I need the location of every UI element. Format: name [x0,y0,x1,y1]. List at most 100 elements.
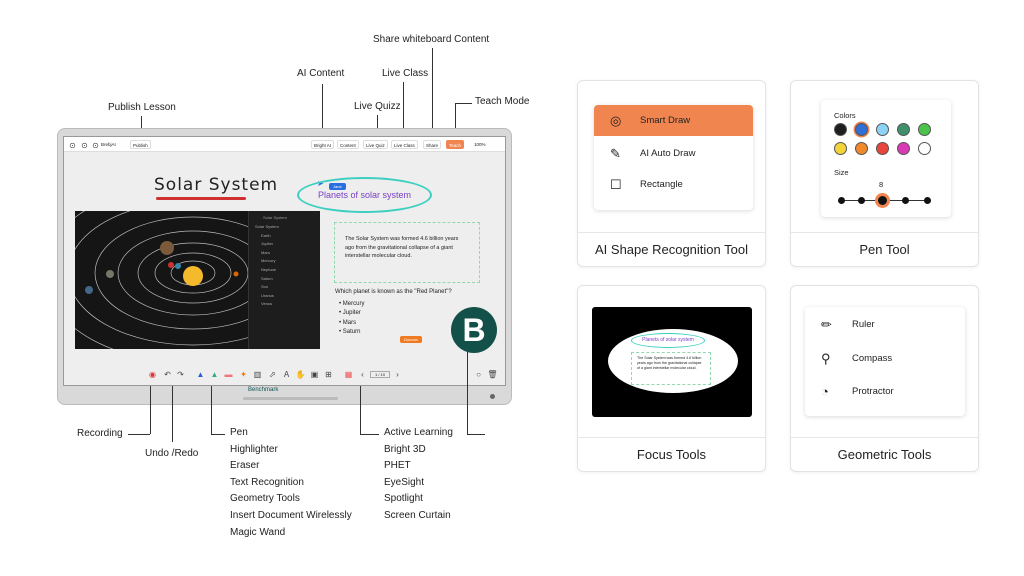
board-title: Solar System [154,175,279,195]
size-slider-handle[interactable] [875,193,890,208]
magic-wand-icon[interactable]: ✦ [240,370,247,379]
teach-button[interactable]: Teach [446,140,465,149]
brand-label: Benchmark [248,387,279,393]
live-class-button[interactable]: Live Class [391,140,418,149]
card-title: AI Shape Recognition Tool [578,232,765,266]
zoom-select[interactable]: 100% [472,140,488,149]
sim-panel-title: Solar System [263,215,287,220]
smart-draw-icon: ◎ [610,113,622,128]
quiz-option[interactable]: • Jupiter [339,310,361,317]
pen-icon[interactable]: ▲ [196,370,205,379]
ruler-icon[interactable]: ▥ [253,370,262,379]
whiteboard-screen: ⊙ ⊙ ⊙ BrebjAI Publish Bright AI Content … [63,136,506,386]
annotation-publish: Publish Lesson [108,102,176,113]
active-learning-icon[interactable]: ▦ [344,370,353,379]
settings-icon[interactable]: ⊙ [69,141,76,150]
card-pen-tool: Colors Size 8 Pen Tool [790,80,979,267]
app-name: BrebjAI [101,142,116,147]
focus-note: The Solar System was formed 4.6 billion … [631,352,711,385]
sim-item[interactable]: Neptune [261,266,277,272]
content-button[interactable]: Content [337,140,359,149]
insert-document-icon[interactable]: ▣ [310,370,319,379]
color-swatch[interactable] [834,123,847,136]
colors-label: Colors [834,111,856,120]
add-icon[interactable]: ⊞ [325,370,332,379]
annotation-recording: Recording [77,428,123,439]
text-icon[interactable]: A [283,370,290,379]
color-swatch[interactable] [855,142,868,155]
select-icon[interactable]: ⬀ [269,370,276,379]
menu-item-compass[interactable]: ⚲Compass [805,343,965,374]
sim-item[interactable]: Mars [261,249,270,255]
magic-wand-icon: ✎ [610,146,621,161]
annotation-ai-content: AI Content [297,68,345,79]
ruler-icon: ✏ [821,317,832,332]
trash-icon[interactable]: 🗑 [487,370,498,379]
bright-ai-button[interactable]: Bright AI [311,140,335,149]
redo-icon[interactable]: ↷ [177,370,184,379]
quiz-option[interactable]: • Mars [339,319,357,326]
sim-item[interactable]: Venus [261,301,273,307]
annotation-teach-mode: Teach Mode [475,96,530,107]
card-geometric-tools: ✏Ruler ⚲Compass ◔Protractor Geometric To… [790,285,979,472]
quiz-options: • Mercury • Jupiter • Mars • Saturn [339,300,364,337]
color-swatch[interactable] [876,123,889,136]
menu-item-ruler[interactable]: ✏Ruler [805,309,965,340]
bottom-toolbar: ◉ ↶ ↷ ▲ ▲ ▬ ✦ ▥ ⬀ A ✋ ▣ ⊞ ▦ ‹ 1 / 10 › [127,366,431,385]
quiz-option[interactable]: • Mercury [339,301,365,307]
spotlight-preview: Planets of solar system The Solar System… [592,307,752,417]
annotation-undo-redo: Undo /Redo [145,448,199,459]
compass-icon: ⚲ [821,351,831,366]
size-label: Size [834,168,849,177]
color-swatch[interactable] [918,123,931,136]
title-underline [156,197,246,200]
card-shape-recognition: ◎Smart Draw ✎AI Auto Draw ☐Rectangle AI … [577,80,766,267]
color-swatch[interactable] [876,142,889,155]
share-button[interactable]: Share [423,140,442,149]
sim-item[interactable]: Earth [261,232,271,238]
sim-item[interactable]: Jupiter [261,241,274,247]
annotation-live-quizz: Live Quizz [354,101,401,112]
eraser-icon[interactable]: ▬ [224,370,233,379]
page-indicator: 1 / 10 [370,371,391,378]
highlighter-icon[interactable]: ▲ [210,370,219,379]
sim-item[interactable]: Uranus [261,292,274,298]
menu-item-smart-draw[interactable]: ◎Smart Draw [594,105,753,136]
power-button[interactable] [490,394,495,399]
menu-item-protractor[interactable]: ◔Protractor [805,376,965,407]
live-quiz-button[interactable]: Live Quiz [363,140,388,149]
color-swatch[interactable] [918,142,931,155]
ai-icon[interactable]: ⊙ [92,141,99,150]
circle-icon[interactable]: ○ [476,370,481,379]
annotation-share: Share whiteboard Content [373,34,490,45]
menu-item-rectangle[interactable]: ☐Rectangle [594,169,753,200]
top-toolbar: ⊙ ⊙ ⊙ BrebjAI Publish Bright AI Content … [64,137,505,152]
next-page-icon[interactable]: › [396,370,399,379]
protractor-icon: ◔ [821,384,829,399]
card-title: Pen Tool [791,232,978,266]
hand-icon[interactable]: ✋ [295,370,306,379]
quiz-question: Which planet is known as the "Red Planet… [335,289,452,295]
record-icon[interactable]: ◉ [149,370,156,379]
color-swatch[interactable] [855,123,868,136]
color-swatch[interactable] [897,142,910,155]
undo-icon[interactable]: ↶ [164,370,171,379]
focus-bubble: Planets of solar system [631,333,705,348]
card-title: Focus Tools [578,437,765,471]
benchmark-logo: B [451,307,497,353]
sim-item[interactable]: Sun [261,284,269,290]
sim-item[interactable]: Solar System [255,224,279,229]
color-swatch[interactable] [897,123,910,136]
rectangle-icon: ☐ [610,177,622,192]
prev-page-icon[interactable]: ‹ [361,370,364,379]
sim-item[interactable]: Mercury [261,258,276,264]
history-icon[interactable]: ⊙ [81,141,88,150]
card-focus-tools: Planets of solar system The Solar System… [577,285,766,472]
sim-item[interactable]: Saturn [261,275,273,281]
color-swatch[interactable] [834,142,847,155]
quiz-option[interactable]: • Saturn [339,328,361,335]
menu-item-ai-auto-draw[interactable]: ✎AI Auto Draw [594,138,753,169]
publish-button[interactable]: Publish [130,140,151,149]
